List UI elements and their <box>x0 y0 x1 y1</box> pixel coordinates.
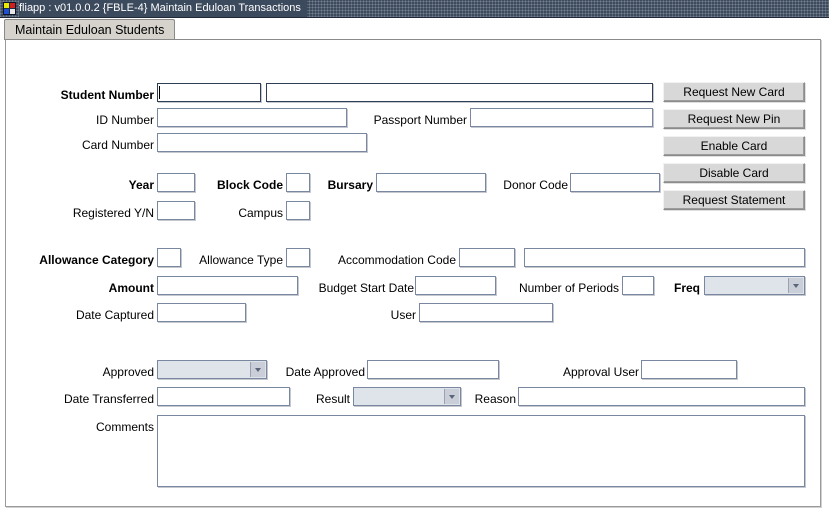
registered-yn-input[interactable] <box>157 201 195 220</box>
label-amount: Amount <box>108 281 154 295</box>
passport-number-input[interactable] <box>470 108 653 127</box>
label-year: Year <box>128 178 154 192</box>
user-input[interactable] <box>419 303 553 322</box>
label-allowance-category: Allowance Category <box>39 253 154 267</box>
enable-card-button[interactable]: Enable Card <box>663 136 805 156</box>
id-number-input[interactable] <box>157 108 347 127</box>
budget-start-date-input[interactable] <box>415 276 496 295</box>
label-campus: Campus <box>238 206 283 220</box>
allowance-category-input[interactable] <box>157 248 181 267</box>
label-date-approved: Date Approved <box>285 365 365 379</box>
student-number-input[interactable] <box>157 83 261 102</box>
amount-input[interactable] <box>157 276 298 295</box>
chevron-down-icon[interactable] <box>788 278 803 293</box>
comments-textarea[interactable] <box>157 415 805 487</box>
result-select[interactable] <box>353 387 461 406</box>
label-registered-yn: Registered Y/N <box>72 206 154 220</box>
label-donor-code: Donor Code <box>503 178 568 192</box>
accommodation-code-input[interactable] <box>459 248 515 267</box>
label-accommodation-code: Accommodation Code <box>337 253 456 267</box>
freq-select[interactable] <box>704 276 805 295</box>
accommodation-description-input[interactable] <box>524 248 805 267</box>
date-captured-input[interactable] <box>157 303 246 322</box>
title-bar[interactable]: fliapp : v01.0.0.2 {FBLE-4} Maintain Edu… <box>0 0 829 18</box>
label-number-of-periods: Number of Periods <box>518 281 619 295</box>
date-approved-input[interactable] <box>367 360 499 379</box>
label-date-transferred: Date Transferred <box>63 392 154 406</box>
label-passport-number: Passport Number <box>373 113 467 127</box>
label-block-code: Block Code <box>216 178 283 192</box>
request-new-pin-button[interactable]: Request New Pin <box>663 109 805 129</box>
label-approved: Approved <box>102 365 154 379</box>
tab-strip: Maintain Eduloan Students <box>0 19 829 40</box>
bursary-input[interactable] <box>376 173 486 192</box>
label-card-number: Card Number <box>81 138 154 152</box>
window-title: fliapp : v01.0.0.2 {FBLE-4} Maintain Edu… <box>19 0 307 17</box>
label-bursary: Bursary <box>327 178 373 192</box>
label-id-number: ID Number <box>95 113 154 127</box>
chevron-down-icon[interactable] <box>444 389 459 404</box>
approved-select[interactable] <box>157 360 267 379</box>
label-approval-user: Approval User <box>562 365 639 379</box>
label-comments: Comments <box>95 420 154 434</box>
tab-maintain-eduloan-students[interactable]: Maintain Eduloan Students <box>4 19 176 40</box>
form-canvas: Student Number ID Number Passport Number… <box>5 39 821 507</box>
date-transferred-input[interactable] <box>157 387 290 406</box>
request-statement-button[interactable]: Request Statement <box>663 190 805 210</box>
allowance-type-input[interactable] <box>286 248 310 267</box>
campus-input[interactable] <box>286 201 310 220</box>
label-result: Result <box>315 392 350 406</box>
disable-card-button[interactable]: Disable Card <box>663 163 805 183</box>
label-date-captured: Date Captured <box>75 308 154 322</box>
card-number-input[interactable] <box>157 133 367 152</box>
block-code-input[interactable] <box>286 173 310 192</box>
year-input[interactable] <box>157 173 195 192</box>
donor-code-input[interactable] <box>570 173 660 192</box>
label-budget-start-date: Budget Start Date <box>318 281 414 295</box>
label-freq: Freq <box>673 281 700 295</box>
approval-user-input[interactable] <box>641 360 737 379</box>
label-reason: Reason <box>474 392 516 406</box>
label-allowance-type: Allowance Type <box>199 253 283 267</box>
student-name-input[interactable] <box>266 83 653 102</box>
reason-input[interactable] <box>518 387 805 406</box>
label-student-number: Student Number <box>60 88 154 102</box>
chevron-down-icon[interactable] <box>250 362 265 377</box>
label-user: User <box>390 308 416 322</box>
request-new-card-button[interactable]: Request New Card <box>663 82 805 102</box>
application-icon <box>3 2 16 15</box>
number-of-periods-input[interactable] <box>622 276 654 295</box>
